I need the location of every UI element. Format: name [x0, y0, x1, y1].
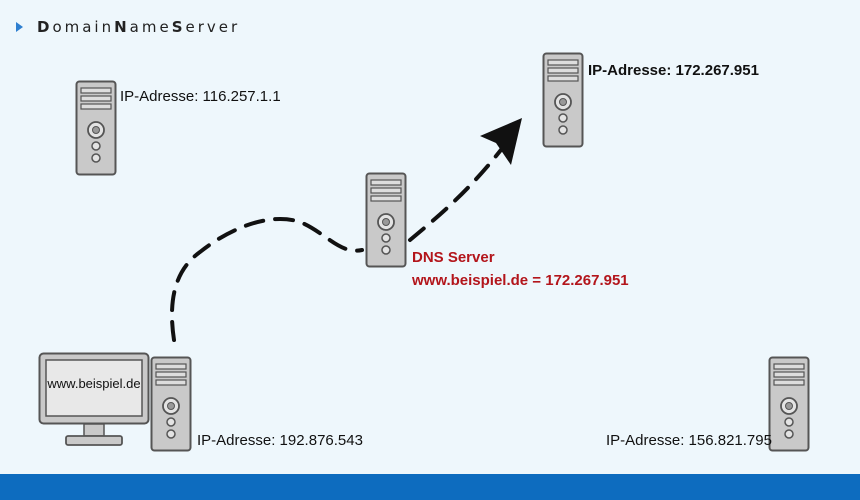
server-target-icon — [542, 52, 584, 148]
title-part-3: Server — [171, 18, 241, 36]
dns-server-record: www.beispiel.de = 172.267.951 — [412, 272, 629, 289]
dashed-path-to-dns — [170, 217, 364, 342]
ip-label-target: IP-Adresse: 172.267.951 — [588, 62, 759, 79]
client-tower-icon — [150, 356, 192, 452]
server-bottom-right-icon — [768, 356, 810, 452]
client-monitor-icon: www.beispiel.de — [38, 352, 150, 448]
footer-bar — [0, 474, 860, 500]
ip-label-client: IP-Adresse: 192.876.543 — [197, 432, 363, 449]
title-part-1: Domain — [37, 18, 115, 36]
ip-label-top-left: IP-Adresse: 116.257.1.1 — [120, 88, 281, 105]
arrowhead-icon — [480, 118, 522, 165]
dns-server-name: DNS Server — [412, 249, 495, 266]
dns-server-icon — [365, 172, 407, 268]
dashed-path-to-target — [408, 144, 506, 242]
page-title: Domain Name Server — [16, 18, 240, 36]
server-top-left-icon — [75, 80, 117, 176]
client-screen-text: www.beispiel.de — [47, 376, 141, 391]
title-part-2: Name — [114, 18, 172, 36]
ip-label-bottom-right: IP-Adresse: 156.821.795 — [606, 432, 772, 449]
bullet-icon — [16, 22, 23, 32]
dns-server-label: DNS Server www.beispiel.de = 172.267.951 — [412, 246, 629, 292]
